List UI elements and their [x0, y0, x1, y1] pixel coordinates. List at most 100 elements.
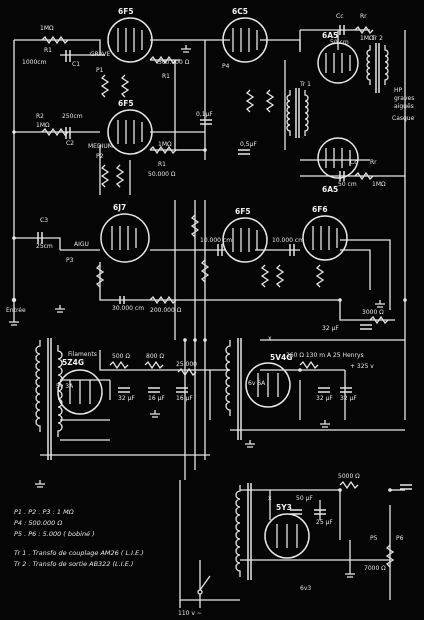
label-tr2: Tr 2 — [371, 35, 383, 42]
label-p3: P3 — [66, 257, 74, 264]
label-c-16uf-b: 16 μF — [176, 395, 193, 402]
label-r2-value: 1MΩ — [36, 122, 50, 129]
label-p6: P6 — [396, 535, 404, 542]
label-c-50uf: 50 μF — [296, 495, 313, 502]
label-r-500: 500 Ω — [112, 353, 130, 360]
label-rr2: Rr — [370, 159, 377, 166]
label-r-200k: 200.000 Ω — [150, 307, 182, 314]
label-r1b: R1 — [162, 73, 170, 80]
note-tr2: Tr 2 . Transfo de sortie AB322 (L.I.E.) — [14, 560, 134, 568]
label-tube-6f6: 6F6 — [312, 205, 328, 214]
tube-6c5 — [222, 17, 268, 63]
label-cc: Cc — [336, 13, 344, 20]
label-r-500k: 500.000 Ω — [158, 59, 190, 66]
note-p5-p6: P5 . P6 : 5.000 ( bobiné ) — [14, 530, 95, 538]
label-medium: MEDIUM — [88, 143, 113, 150]
resistors — [41, 25, 395, 568]
tube-6j7 — [100, 213, 150, 263]
label-6v3: 6v3 — [300, 585, 311, 592]
label-r2: R2 — [36, 113, 44, 120]
ground-symbols — [9, 45, 385, 578]
label-c-16uf-a: 16 μF — [148, 395, 165, 402]
label-p1: P1 — [96, 67, 104, 74]
label-tr1: Tr 1 — [299, 81, 311, 88]
label-aigu: AIGU — [74, 241, 89, 248]
label-6v6a: 6v 6A — [248, 380, 266, 387]
label-tube-5y3: 5Y3 — [276, 503, 292, 512]
note-tr1: Tr 1 . Transfo de couplage AM26 ( L.I.E.… — [14, 549, 144, 557]
label-rr2-value: 1MΩ — [372, 181, 386, 188]
label-r-7000: 7000 Ω — [364, 565, 386, 572]
label-aigues: aiguës — [394, 103, 414, 110]
tube-6a5-top — [317, 42, 359, 84]
label-c-10k-a: 10.000 cm — [200, 237, 232, 244]
label-tube-6a5-bottom: 6A5 — [322, 185, 338, 194]
label-r1: R1 — [44, 47, 52, 54]
tube-6f5-3 — [222, 217, 268, 263]
label-cc2: Cc — [350, 159, 358, 166]
label-c-32uf-a: 32 μF — [322, 325, 339, 332]
junction-dots — [11, 130, 407, 492]
power-transformer-1 — [35, 338, 63, 460]
label-rr-value: 1MΩ — [360, 35, 374, 42]
tube-6f5-2 — [107, 109, 153, 155]
label-casque: Casque — [392, 115, 415, 122]
tube-5v4g — [245, 362, 291, 408]
power-transformer-2 — [225, 338, 242, 440]
label-5v3a: 5v 3A — [56, 383, 74, 390]
transformer-tr2 — [366, 43, 389, 93]
label-tube-6f5-1: 6F5 — [118, 7, 134, 16]
label-hv-325: + 325 v — [350, 363, 374, 370]
label-rr: Rr — [360, 13, 367, 20]
label-c2: C2 — [66, 140, 74, 147]
mains-switch — [179, 575, 211, 608]
label-c3-value: 25cm — [36, 243, 53, 250]
label-hp: HP — [394, 87, 403, 94]
label-tube-6c5: 6C5 — [232, 7, 248, 16]
label-p4: P4 — [222, 63, 230, 70]
label-c-10k-b: 10.000 cm — [272, 237, 304, 244]
label-x-2: x — [268, 495, 272, 502]
tube-5y3 — [264, 513, 310, 559]
label-c-32uf-c: 32 μF — [316, 395, 333, 402]
label-r1-value: 1MΩ — [40, 25, 54, 32]
tube-6a5-bottom — [317, 137, 359, 179]
note-p1-p3: P1 . P2 . P3 : 1 MΩ — [14, 508, 74, 516]
label-c1-value: 1000cm — [22, 59, 47, 66]
label-p5: P5 — [370, 535, 378, 542]
label-c-01uf: 0,1μF — [196, 111, 213, 118]
label-r-3000: 3000 Ω — [362, 309, 384, 316]
label-grave: GRAVE — [90, 51, 110, 58]
power-transformer-3 — [235, 483, 252, 580]
label-c-05uf: 0,5μF — [240, 141, 257, 148]
label-tube-6f5-3: 6F5 — [235, 207, 251, 216]
label-graves: graves — [394, 95, 414, 102]
label-c3: C3 — [40, 217, 48, 224]
label-tube-6a5-top: 6A5 — [322, 31, 338, 40]
label-c-32uf-d: 32 μF — [340, 395, 357, 402]
transformer-tr1 — [286, 88, 309, 138]
label-r1m-b: 1MΩ — [158, 141, 172, 148]
label-p2: P2 — [96, 153, 104, 160]
label-r-5000: 5000 Ω — [338, 473, 360, 480]
tube-6f6 — [302, 215, 348, 261]
tube-6f5-1 — [107, 17, 153, 63]
label-c-25uf: 25 μF — [316, 519, 333, 526]
label-c1: C1 — [72, 61, 80, 68]
capacitors — [37, 25, 412, 515]
label-r-50k: 50.000 Ω — [148, 171, 176, 178]
label-x-1: x — [268, 335, 272, 342]
label-entree: Entrée — [6, 307, 26, 314]
label-r-800: 800 Ω — [146, 353, 164, 360]
tube-5z4g — [57, 369, 103, 415]
label-r1c: R1 — [158, 161, 166, 168]
label-r-25000: 25.000 — [176, 361, 197, 368]
label-tube-5v4g: 5V4G — [270, 353, 292, 362]
label-tube-6f5-2: 6F5 — [118, 99, 134, 108]
wiring — [13, 29, 406, 601]
label-cc2-value: 50 cm — [338, 181, 357, 188]
label-c2-value: 250cm — [62, 113, 83, 120]
label-mains: 110 v ~ — [178, 610, 202, 617]
